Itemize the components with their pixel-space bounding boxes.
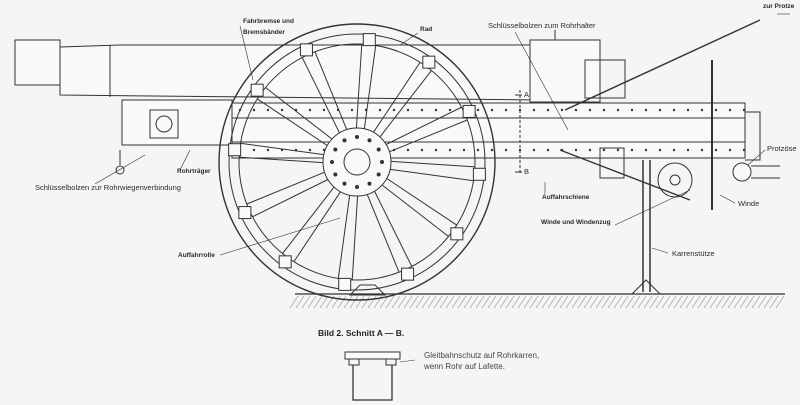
support-leg <box>631 160 661 295</box>
label-rad: Rad <box>420 26 433 33</box>
note-line-2: wenn Rohr auf Lafette. <box>424 362 505 371</box>
wheel <box>218 23 496 301</box>
section-marker-a: A <box>524 90 530 99</box>
label-schluesselbolzen-rohrwiege: Schlüsselbolzen zur Rohrwiegenverbindung <box>35 183 181 192</box>
label-protzoese: Protzöse <box>767 144 797 153</box>
label-fahrbremse-1: Fahrbremse und <box>243 18 294 25</box>
trail-beam <box>115 19 780 210</box>
label-rohrtraeger: Rohrträger <box>177 168 211 175</box>
label-auffahrrolle: Auffahrrolle <box>178 252 215 259</box>
figure-caption: Bild 2. Schnitt A — B. <box>318 328 405 338</box>
leader-lines <box>94 13 790 256</box>
label-karrenstuetze: Karrenstütze <box>672 249 715 258</box>
note-line-1: Gleitbahnschutz auf Rohrkarren, <box>424 351 540 360</box>
section-markers <box>515 90 522 175</box>
label-zur-protze: zur Protze <box>763 3 795 10</box>
label-auffahrschiene: Auffahrschiene <box>542 194 590 201</box>
label-fahrbremse-2: Bremsbänder <box>243 29 285 36</box>
label-winde: Winde <box>738 199 760 208</box>
cross-section-note: Gleitbahnschutz auf Rohrkarren, wenn Roh… <box>424 350 539 372</box>
section-marker-b: B <box>524 167 530 176</box>
ground-hatching <box>289 293 785 309</box>
barrel <box>14 30 626 103</box>
label-schluesselbolzen-rohrhalter: Schlüsselbolzen zum Rohrhalter <box>488 21 596 30</box>
cross-section-drawing <box>344 351 416 401</box>
label-winde-windenzug: Winde und Windenzug <box>541 219 611 226</box>
